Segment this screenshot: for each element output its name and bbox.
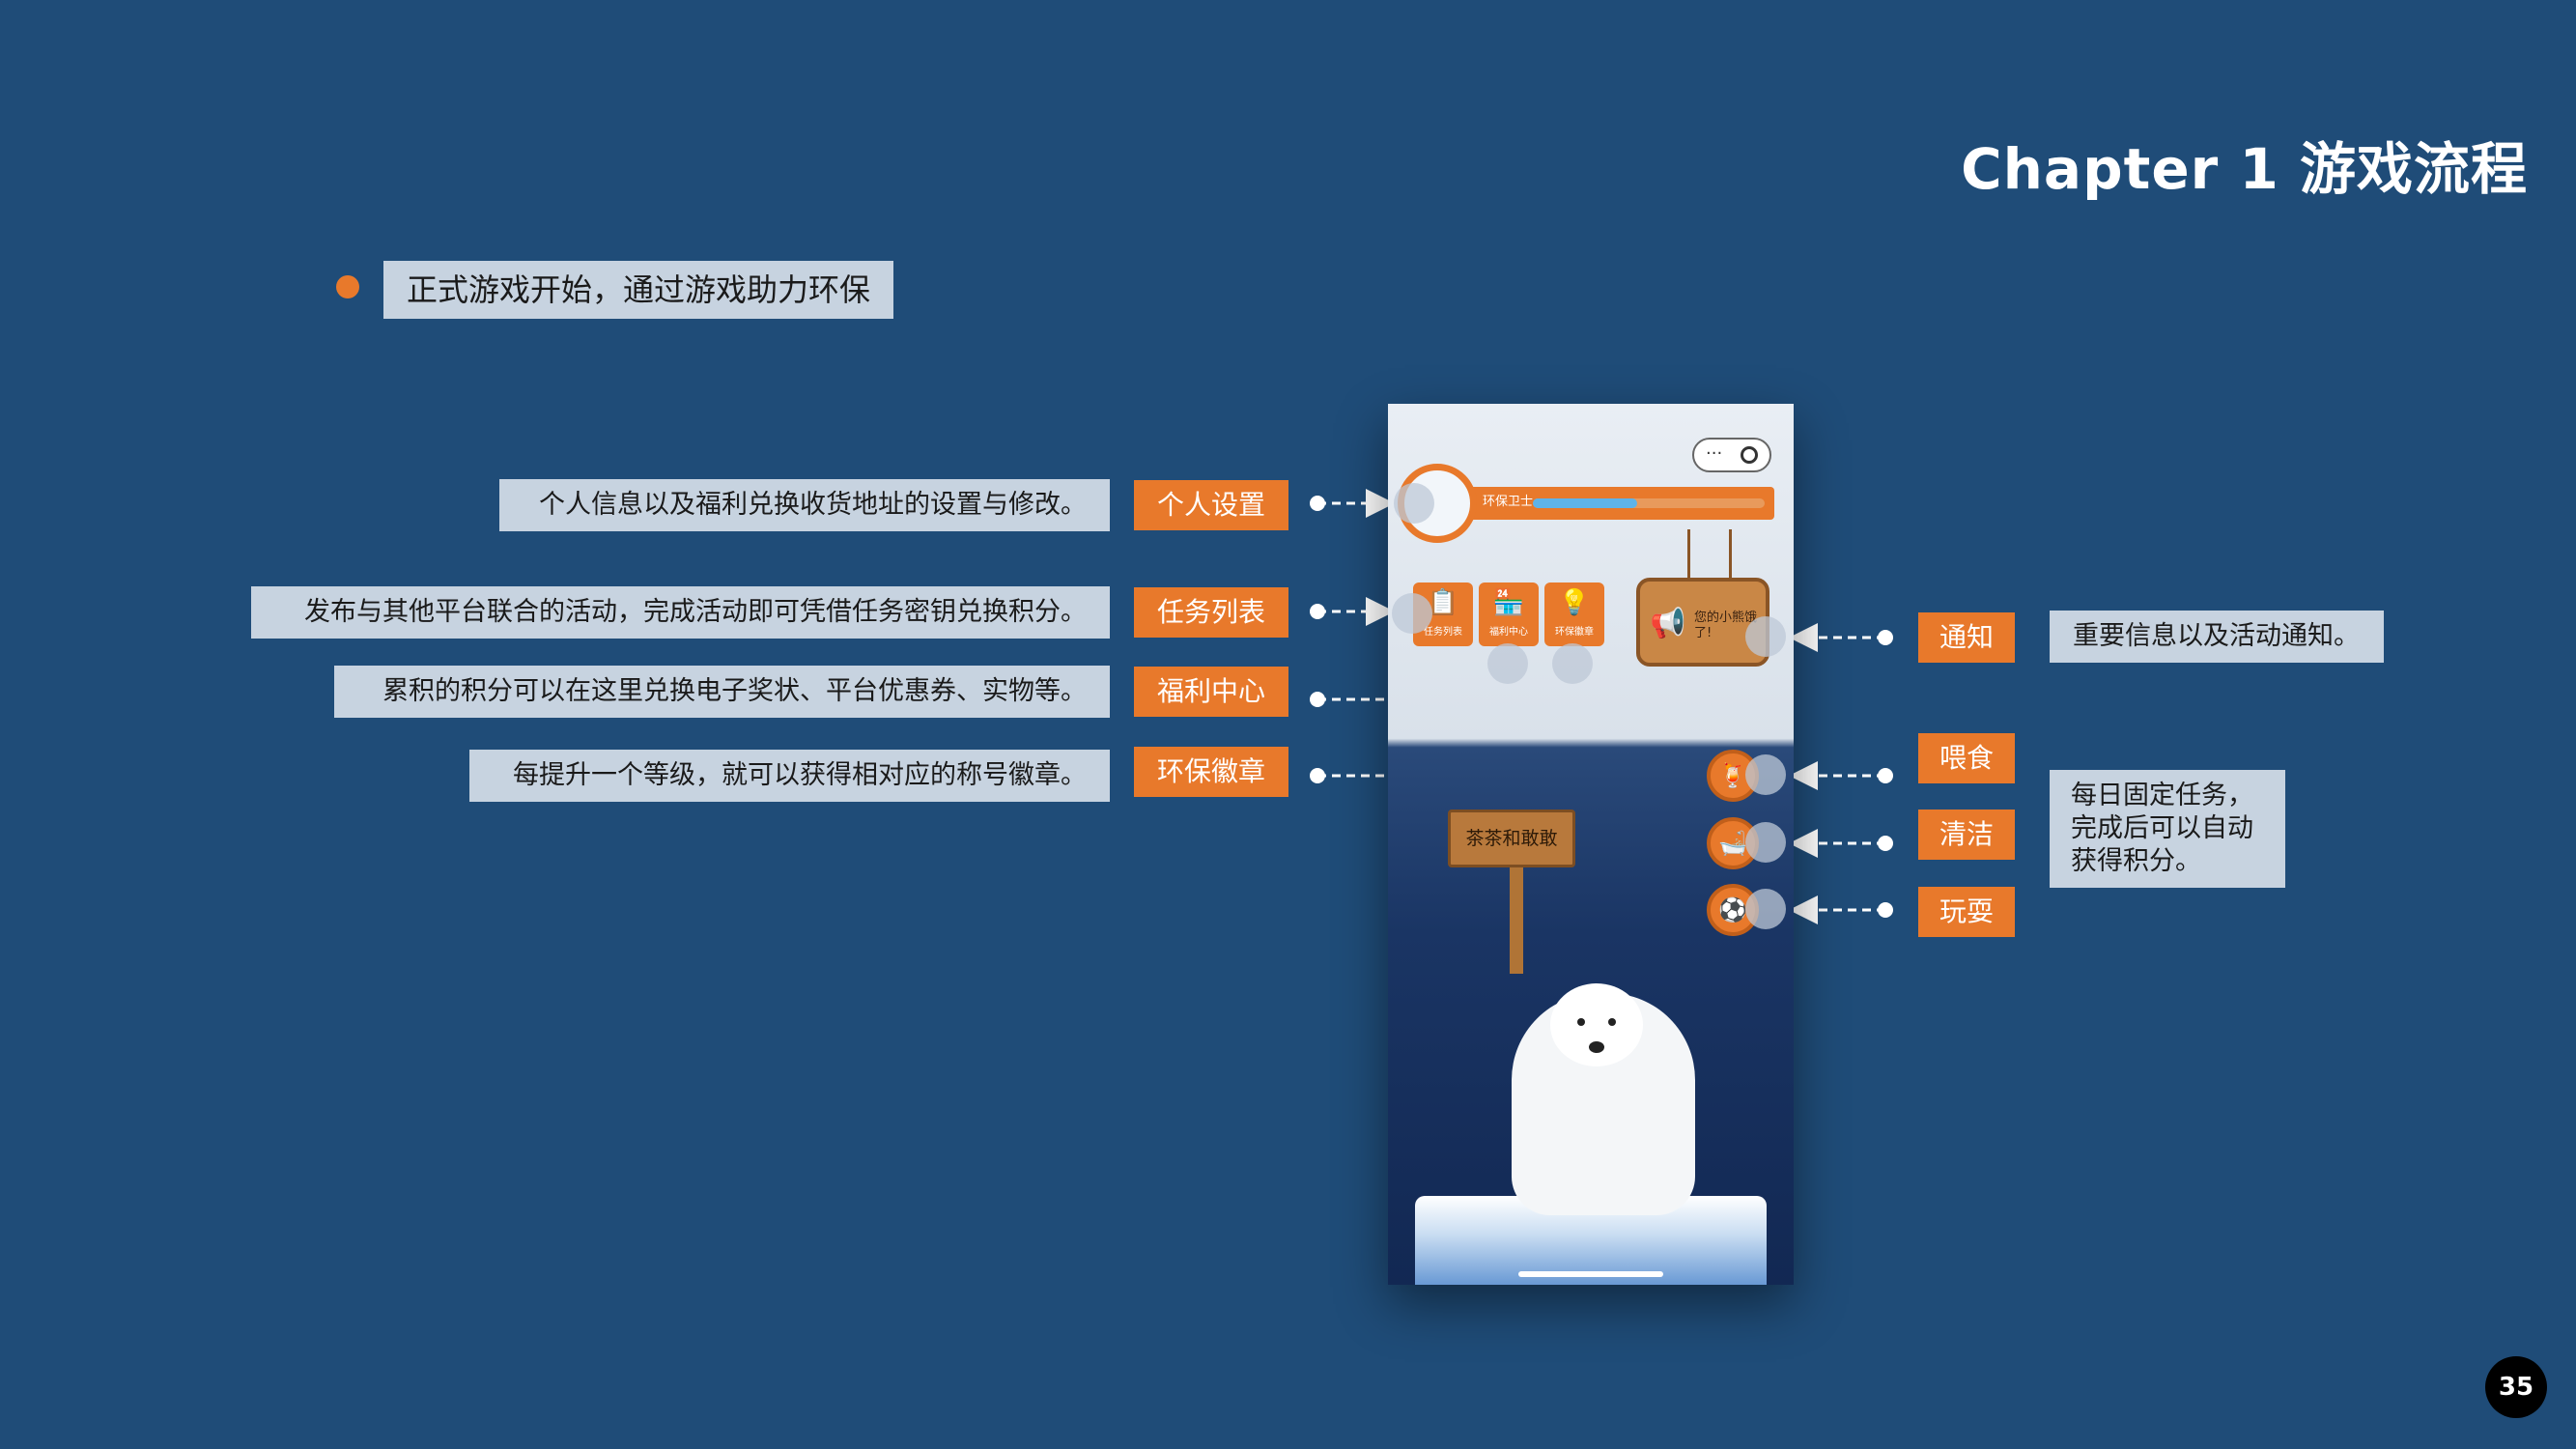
connector-dot (1310, 604, 1325, 619)
notice-rope (1687, 529, 1732, 580)
highlight-marker (1487, 643, 1528, 684)
highlight-marker (1745, 754, 1786, 795)
daily-desc-line: 完成后可以自动 (2071, 813, 2253, 843)
connector-dot (1878, 902, 1893, 918)
status-label: 环保卫士 (1483, 495, 1534, 509)
page-title: Chapter 1 游戏流程 (1961, 136, 2528, 202)
bath-icon: 🛁 (1718, 830, 1747, 857)
progress-fill (1533, 498, 1637, 508)
highlight-marker (1745, 616, 1786, 657)
feed-tag: 喂食 (1918, 733, 2015, 783)
polar-bear-eye (1577, 1018, 1585, 1026)
close-target-icon[interactable] (1741, 446, 1758, 464)
clipboard-icon: 📋 (1427, 588, 1459, 617)
lightbulb-icon: 💡 (1558, 588, 1591, 617)
personal-settings-desc: 个人信息以及福利兑换收货地址的设置与修改。 (499, 479, 1110, 531)
clean-tag: 清洁 (1918, 810, 2015, 860)
personal-settings-tag: 个人设置 (1134, 480, 1288, 530)
eco-badge-desc: 每提升一个等级，就可以获得相对应的称号徽章。 (469, 750, 1110, 802)
notice-tag: 通知 (1918, 612, 2015, 663)
shop-icon: 🏪 (1492, 588, 1525, 617)
notice-board-text: 您的小熊饿了! (1694, 611, 1758, 640)
connector-dot (1878, 768, 1893, 783)
notice-board[interactable]: 📢 您的小熊饿了! (1636, 578, 1769, 667)
highlight-marker (1392, 593, 1432, 634)
more-icon[interactable]: ··· (1706, 443, 1723, 464)
polar-bear-head (1550, 983, 1643, 1066)
daily-task-desc: 每日固定任务， 完成后可以自动 获得积分。 (2050, 770, 2285, 888)
ball-icon: ⚽ (1718, 896, 1747, 923)
connector-dot (1310, 692, 1325, 707)
notice-desc: 重要信息以及活动通知。 (2050, 611, 2384, 663)
play-tag: 玩耍 (1918, 887, 2015, 937)
daily-desc-line: 每日固定任务， (2071, 781, 2253, 810)
home-indicator (1518, 1271, 1663, 1277)
connector-dot (1310, 768, 1325, 783)
highlight-marker (1745, 889, 1786, 929)
progress-bar (1533, 498, 1765, 508)
highlight-marker (1394, 483, 1434, 524)
page-number: 35 (2485, 1356, 2547, 1418)
task-list-desc: 发布与其他平台联合的活动，完成活动即可凭借任务密钥兑换积分。 (251, 586, 1110, 639)
food-icon: 🍹 (1718, 762, 1747, 789)
welfare-center-tag: 福利中心 (1134, 667, 1288, 717)
daily-desc-line: 获得积分。 (2071, 846, 2201, 876)
connector-dot (1878, 630, 1893, 645)
mini-program-capsule[interactable]: ··· (1692, 438, 1771, 472)
polar-bear-eye (1608, 1018, 1616, 1026)
eco-badge-tag: 环保徽章 (1134, 747, 1288, 797)
eco-badge-button[interactable]: 💡 环保徽章 (1544, 582, 1604, 646)
phone-screen: ··· 环保卫士 📋 任务列表 🏪 福利中心 💡 环保徽章 📢 您的小熊饿了! … (1388, 404, 1794, 1285)
task-list-tag: 任务列表 (1134, 587, 1288, 638)
polar-bear-nose (1589, 1041, 1604, 1053)
welfare-center-button[interactable]: 🏪 福利中心 (1479, 582, 1539, 646)
menu-label: 环保徽章 (1555, 627, 1594, 638)
menu-label: 福利中心 (1489, 627, 1528, 638)
megaphone-icon: 📢 (1650, 607, 1686, 640)
name-sign: 茶茶和敢敢 (1448, 810, 1575, 867)
welfare-center-desc: 累积的积分可以在这里兑换电子奖状、平台优惠券、实物等。 (334, 666, 1110, 718)
status-bar: 环保卫士 (1465, 487, 1774, 520)
highlight-marker (1552, 643, 1593, 684)
intro-label: 正式游戏开始，通过游戏助力环保 (383, 261, 894, 319)
highlight-marker (1745, 822, 1786, 863)
connector-dot (1878, 836, 1893, 851)
bullet-dot (336, 275, 359, 298)
connector-dot (1310, 496, 1325, 511)
clean-button[interactable]: 🛁 (1707, 817, 1759, 869)
menu-label: 任务列表 (1424, 627, 1462, 638)
